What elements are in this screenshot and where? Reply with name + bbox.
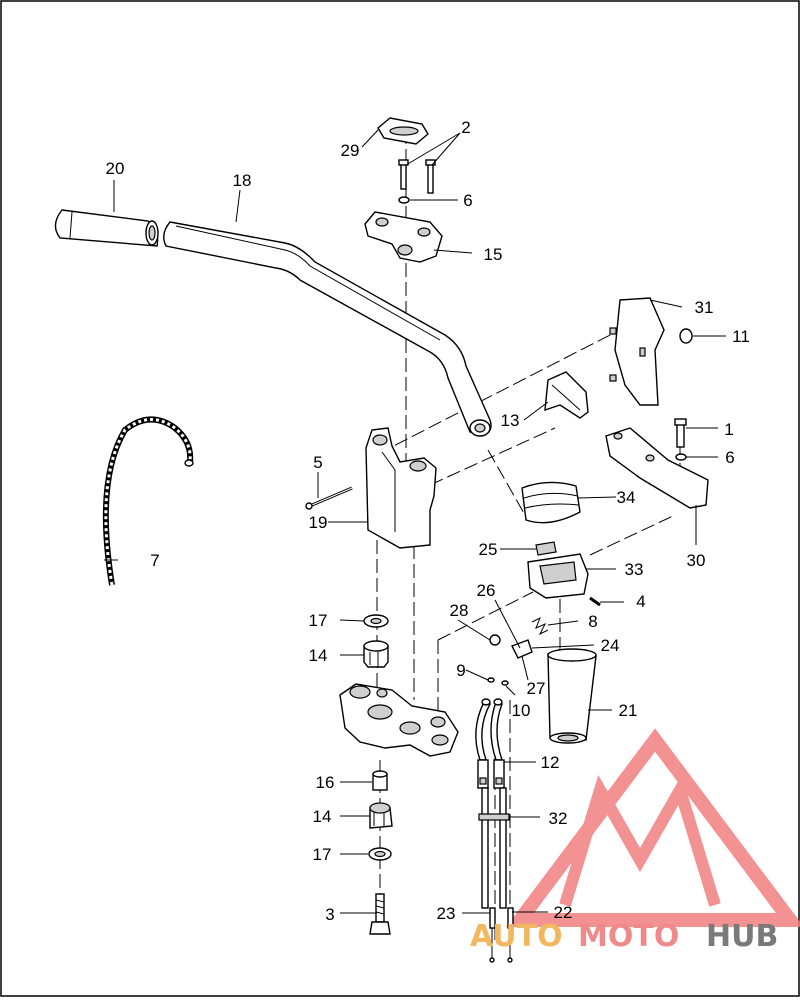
part-19-riser	[365, 427, 437, 549]
part-2-bolts	[398, 159, 436, 194]
label-2: 2	[461, 118, 470, 137]
part-29-clamp-cap	[377, 117, 429, 145]
part-18-handlebar	[163, 221, 492, 437]
label-6-upper: 6	[463, 191, 472, 210]
label-22: 22	[554, 903, 573, 922]
part-3-bolt	[369, 893, 391, 935]
part-34-boot	[521, 481, 581, 524]
label-24: 24	[601, 636, 620, 655]
part-25-clip	[535, 541, 557, 556]
washer-hole	[370, 617, 382, 625]
leader-lines	[104, 129, 726, 914]
part-14-bushing-upper	[363, 640, 389, 668]
watermark-text: AUTO MOTO HUB	[470, 919, 778, 954]
label-17-lower: 17	[313, 845, 332, 864]
part-12-throttle-cables	[475, 698, 514, 963]
label-9: 9	[456, 661, 465, 680]
watermark-auto: AUTO	[470, 919, 563, 954]
callout-labels: 1 2 3 4 5 6 6 7 8 9 10 11 12 13 14 14 15…	[106, 118, 750, 924]
part-15-upper-clamp	[364, 211, 443, 263]
part-20-left-grip	[54, 209, 159, 247]
label-8: 8	[588, 612, 597, 631]
label-14-lower: 14	[313, 807, 332, 826]
label-21: 21	[619, 701, 638, 720]
label-17-upper: 17	[309, 611, 328, 630]
part-13-bracket	[544, 371, 589, 419]
watermark-moto: MOTO	[578, 919, 679, 954]
label-20: 20	[106, 159, 125, 178]
label-16: 16	[316, 773, 335, 792]
part-7-cable-hose	[102, 416, 194, 586]
label-26: 26	[477, 581, 496, 600]
part-10-clip	[501, 680, 509, 686]
label-27: 27	[527, 679, 546, 698]
label-23: 23	[437, 904, 456, 923]
label-7: 7	[150, 551, 159, 570]
label-13: 13	[501, 411, 520, 430]
label-6-lower: 6	[725, 448, 734, 467]
part-6-washer-upper	[398, 196, 410, 204]
part-9-clip	[487, 677, 495, 683]
label-34: 34	[617, 488, 636, 507]
part-31-switch-cover	[609, 297, 665, 406]
part-33-pulley-housing	[527, 553, 589, 599]
triple-clamp	[339, 683, 459, 757]
part-5-bolt	[305, 486, 353, 510]
label-11: 11	[732, 327, 750, 346]
part-24-adjuster	[511, 639, 533, 659]
part-30-throttle-housing	[605, 427, 709, 509]
label-31: 31	[695, 298, 714, 317]
part-21-throttle-grip	[547, 648, 597, 744]
label-15: 15	[484, 245, 503, 264]
part-28-nut	[489, 634, 501, 646]
part-6-washer-lower	[675, 453, 687, 461]
label-28: 28	[450, 601, 469, 620]
label-3: 3	[325, 905, 334, 924]
part-14-bushing-lower	[369, 802, 393, 829]
label-25: 25	[479, 540, 498, 559]
label-19: 19	[309, 513, 328, 532]
label-30: 30	[687, 551, 706, 570]
label-4: 4	[636, 592, 645, 611]
watermark-hub: HUB	[706, 919, 778, 954]
label-5: 5	[313, 453, 322, 472]
label-18: 18	[233, 171, 252, 190]
watermark-logo	[506, 728, 800, 927]
label-14-upper: 14	[309, 646, 328, 665]
part-11-plug	[679, 328, 693, 344]
label-33: 33	[625, 560, 644, 579]
label-29: 29	[341, 141, 360, 160]
label-12: 12	[541, 753, 560, 772]
label-32: 32	[549, 809, 568, 828]
part-1-screw	[674, 418, 687, 448]
part-4-screw	[589, 596, 601, 607]
label-1: 1	[724, 420, 733, 439]
part-16-spacer	[372, 770, 388, 791]
label-10: 10	[512, 701, 531, 720]
part-8-spring	[531, 616, 549, 636]
washer-lower-hole	[374, 850, 386, 858]
